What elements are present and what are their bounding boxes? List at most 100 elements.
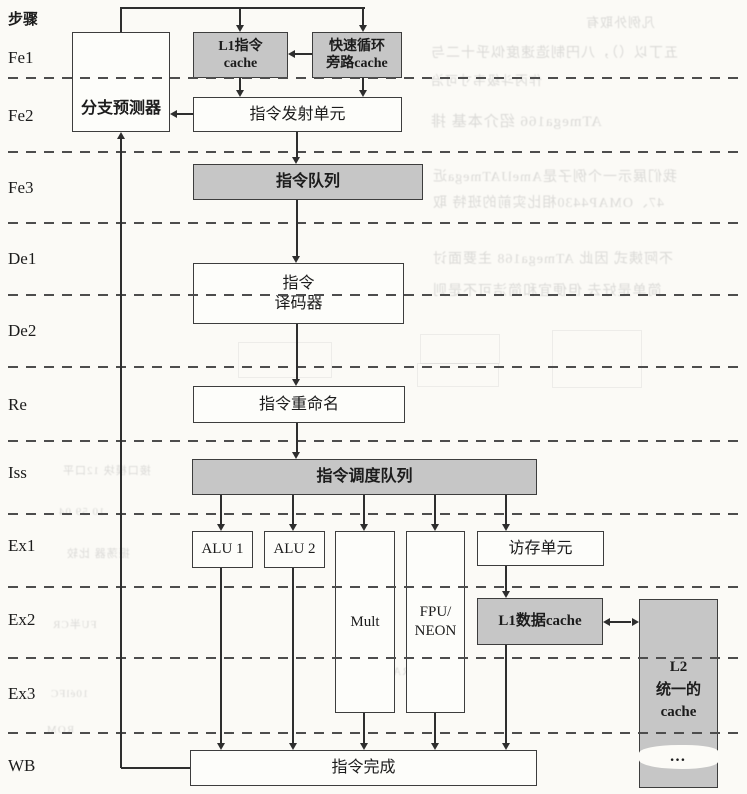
stage-label-fe2: Fe2 (8, 106, 34, 125)
instruction-issue-unit-box: 指令发射单元 (193, 97, 402, 132)
line-drop-loopcache (362, 7, 364, 25)
line-rename-to-dispatch (296, 423, 298, 453)
l1-data-cache-box: L1数据cache (477, 598, 603, 645)
line-issue-to-predictor (177, 113, 193, 115)
bleed-text: 凡例外取有 (585, 15, 656, 30)
arrowhead-into-dispatch (292, 452, 300, 459)
fast-loop-bypass-cache-box: 快速循环 旁路cache (312, 32, 402, 78)
bleed-text: 接口模块 12口平 (62, 465, 151, 477)
bleed-text: ATmega166 绍介本基 排 (430, 114, 602, 130)
line-dispatch-to-fpu (434, 495, 436, 525)
stage-divider (8, 732, 746, 734)
alu2-box: ALU 2 (264, 531, 325, 568)
alu1-label: ALU 1 (201, 541, 244, 558)
arrowhead-into-alu1 (217, 524, 225, 531)
stage-divider (8, 151, 746, 153)
line-issue-to-queue (296, 132, 298, 158)
instruction-decoder-box: 指令 译码器 (193, 263, 404, 324)
line-feedback-horizontal (121, 767, 190, 769)
loop-cache-line1: 快速循环 (329, 38, 385, 54)
line-l1d-l2 (609, 621, 631, 623)
arrowhead-into-issue-left (236, 90, 244, 97)
branch-predictor-label: 分支预测器 (80, 100, 161, 117)
line-fetch-top (120, 7, 365, 9)
l2-line1: L2 (669, 659, 688, 675)
loop-cache-line2: 旁路cache (326, 56, 388, 71)
fpu-neon-box: FPU/ NEON (406, 531, 465, 713)
bleed-text: ROM (46, 724, 75, 736)
complete-label: 指令完成 (331, 759, 396, 776)
mult-box: Mult (335, 531, 395, 713)
arrowhead-into-l1-dcache (502, 591, 510, 598)
arrowhead-into-predictor (170, 110, 177, 118)
stage-label-de1: De1 (8, 249, 37, 268)
stage-label-wb: WB (8, 756, 36, 775)
issue-unit-label: 指令发射单元 (249, 105, 346, 123)
stage-divider (8, 294, 746, 296)
l2-break-band: … (639, 745, 718, 769)
arrowhead-complete-2 (289, 743, 297, 750)
rename-label: 指令重命名 (258, 395, 339, 413)
l1-icache-line1: L1指令 (218, 38, 263, 54)
stage-divider (8, 366, 746, 368)
line-dispatch-to-alu2 (292, 495, 294, 525)
arrowhead-into-mem-unit (502, 524, 510, 531)
line-feedback-vertical (120, 139, 122, 768)
arrowhead-into-alu2 (289, 524, 297, 531)
alu1-box: ALU 1 (192, 531, 253, 568)
decoder-line1: 指令 (282, 274, 315, 292)
alu2-label: ALU 2 (273, 541, 316, 558)
arrowhead-into-decoder (292, 256, 300, 263)
line-dispatch-to-mult (363, 495, 365, 525)
arrowhead-complete-3 (360, 743, 368, 750)
stage-label-de2: De2 (8, 321, 37, 340)
arrowhead-into-inst-queue (292, 157, 300, 164)
arrowhead-complete-5 (502, 743, 510, 750)
line-l1i-down (239, 78, 241, 91)
arrowhead-into-rename (292, 379, 300, 386)
l1-dcache-label: L1数据cache (498, 613, 582, 630)
l2-line2: 统一的 (655, 681, 701, 698)
stage-label-fe1: Fe1 (8, 48, 34, 67)
line-dispatch-to-alu1 (220, 495, 222, 525)
arrowhead-into-fpu (431, 524, 439, 531)
memory-access-unit-box: 访存单元 (477, 531, 604, 566)
bleed-text: 10 59 04 (58, 506, 105, 518)
arrowhead-feedback-into-predictor (117, 132, 125, 139)
instruction-queue-box: 指令队列 (193, 164, 423, 200)
line-drop-l1i (239, 7, 241, 25)
bleed-text: 作丙斗级韦寸可治 (430, 73, 543, 88)
stage-divider (8, 440, 746, 442)
bleed-text: 简单是好去 但便宜和简洁可不是则 (432, 284, 662, 299)
bleed-text: 不阿姨式 因此 ATmega168 主要面讨 (432, 252, 673, 267)
line-loop-to-l1i (295, 53, 312, 55)
stage-divider (8, 77, 746, 79)
stage-label-ex2: Ex2 (8, 610, 36, 629)
branch-predictor-box: 分支预测器 (72, 32, 170, 132)
line-alu1-to-complete (220, 568, 222, 744)
stage-label-iss: Iss (8, 463, 27, 482)
fpu-line2: NEON (414, 623, 457, 639)
bleed-text: 五丁以（），八円制造速度似乎十二与 (430, 46, 678, 61)
line-mult-to-complete (363, 713, 365, 744)
line-l1d-to-complete (505, 645, 507, 744)
l2-ellipsis: … (669, 748, 688, 765)
stage-label-fe3: Fe3 (8, 178, 34, 197)
stage-divider (8, 657, 746, 659)
l2-line3: cache (660, 704, 697, 720)
instruction-complete-box: 指令完成 (190, 750, 537, 786)
stage-label-ex3: Ex3 (8, 684, 36, 703)
l1-instruction-cache-box: L1指令 cache (193, 32, 288, 78)
mult-label: Mult (350, 613, 380, 630)
dispatch-queue-label: 指令调度队列 (316, 468, 413, 485)
fpu-line1: FPU/ (419, 604, 452, 621)
stage-divider (8, 222, 746, 224)
arrowhead-into-issue-right (359, 90, 367, 97)
instruction-dispatch-queue-box: 指令调度队列 (192, 459, 537, 495)
line-mem-to-l1d (505, 566, 507, 592)
line-decoder-to-rename (296, 324, 298, 380)
bleed-text: 10élFC (50, 688, 89, 700)
arrowhead-into-l1-icache-side (288, 50, 295, 58)
arrowhead-into-l1-icache (236, 25, 244, 32)
